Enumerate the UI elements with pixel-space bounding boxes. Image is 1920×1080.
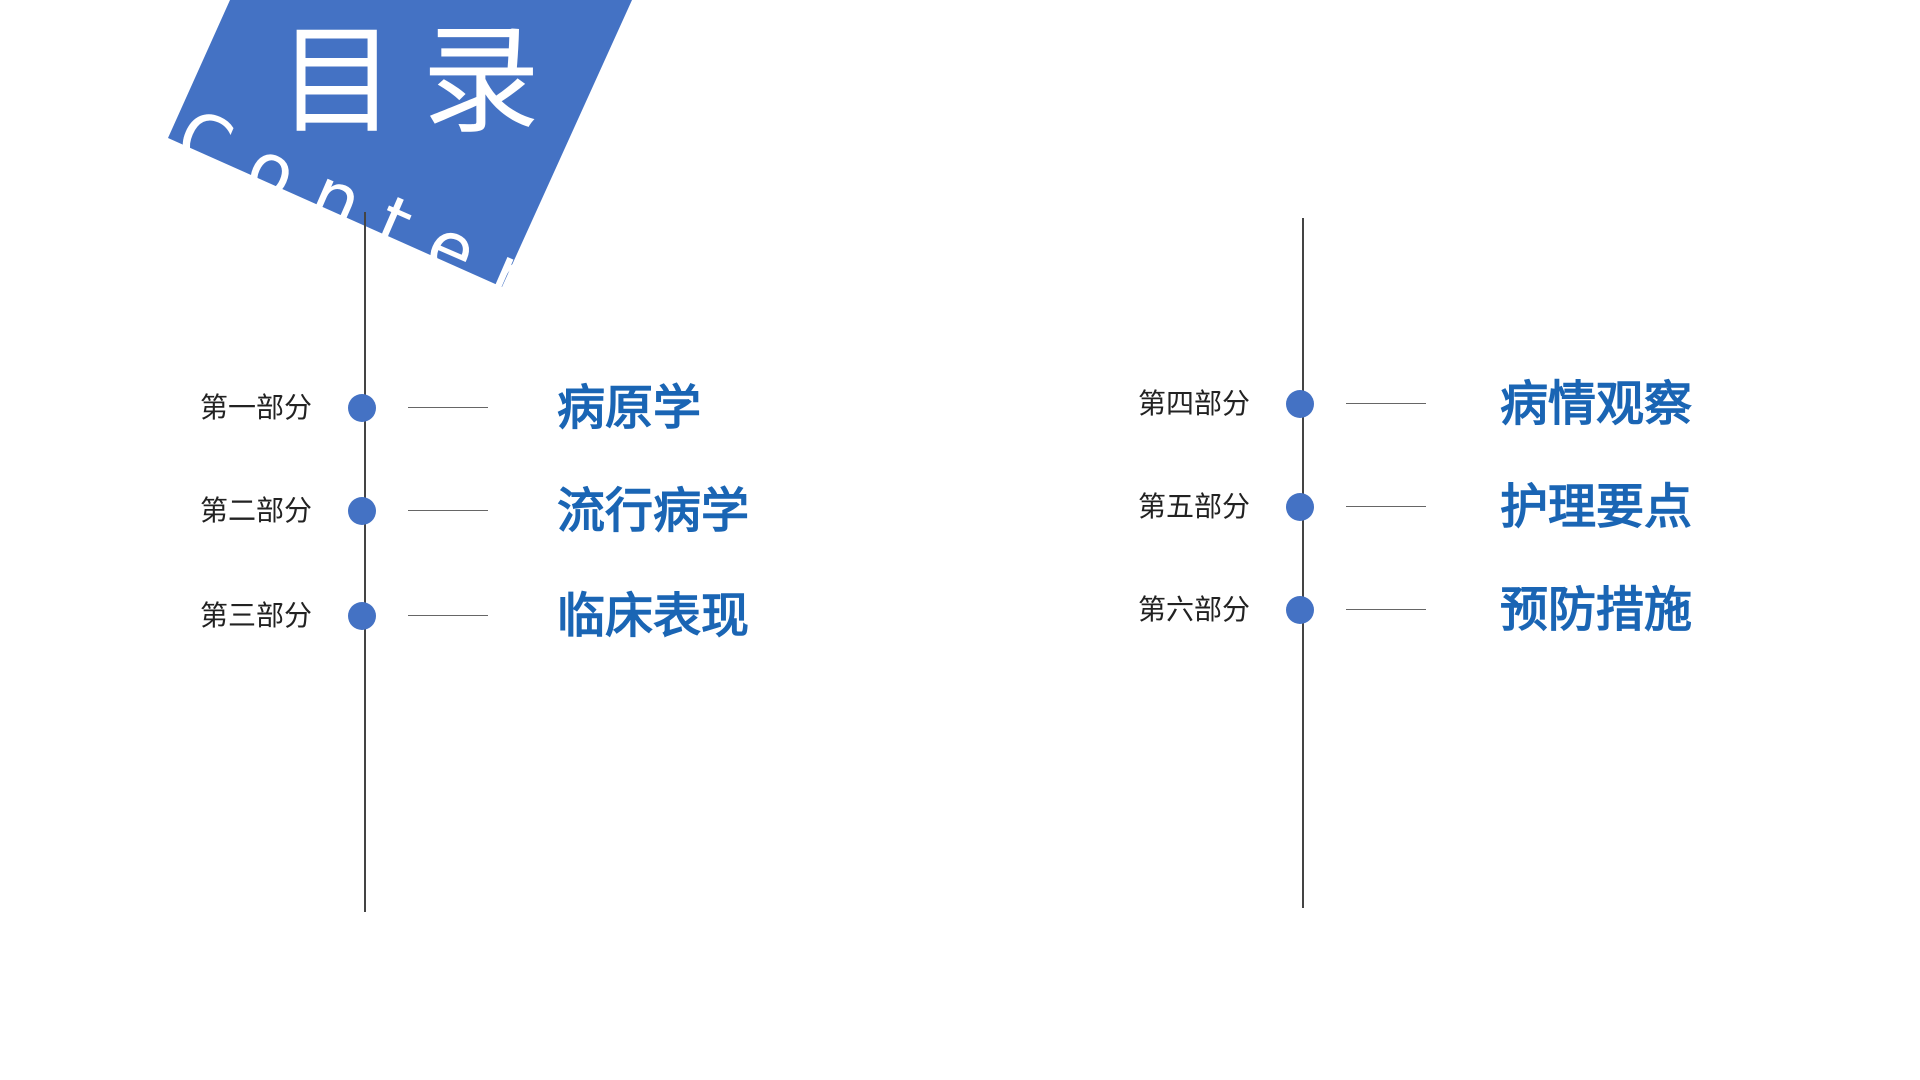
connector-line	[408, 615, 488, 616]
bullet-dot	[1286, 493, 1314, 521]
part-label: 第五部分	[1138, 490, 1251, 523]
bullet-dot	[1286, 596, 1314, 624]
bullet-dot	[348, 497, 376, 525]
part-label: 第四部分	[1138, 387, 1251, 420]
page-title: 目录	[278, 12, 567, 150]
topic-title: 病原学	[557, 380, 702, 436]
bullet-dot	[348, 602, 376, 630]
topic-title: 预防措施	[1500, 582, 1693, 638]
topic-title: 护理要点	[1500, 479, 1693, 535]
timeline-right	[1302, 218, 1304, 908]
part-label: 第一部分	[200, 391, 313, 424]
part-label: 第六部分	[1138, 593, 1251, 626]
topic-title: 病情观察	[1500, 376, 1693, 432]
bullet-dot	[348, 394, 376, 422]
topic-title: 流行病学	[557, 483, 750, 539]
part-label: 第三部分	[200, 599, 313, 632]
timeline-left	[364, 212, 366, 912]
connector-line	[1346, 506, 1426, 507]
topic-title: 临床表现	[557, 588, 750, 644]
bullet-dot	[1286, 390, 1314, 418]
connector-line	[408, 407, 488, 408]
part-label: 第二部分	[200, 494, 313, 527]
connector-line	[1346, 403, 1426, 404]
connector-line	[1346, 609, 1426, 610]
connector-line	[408, 510, 488, 511]
